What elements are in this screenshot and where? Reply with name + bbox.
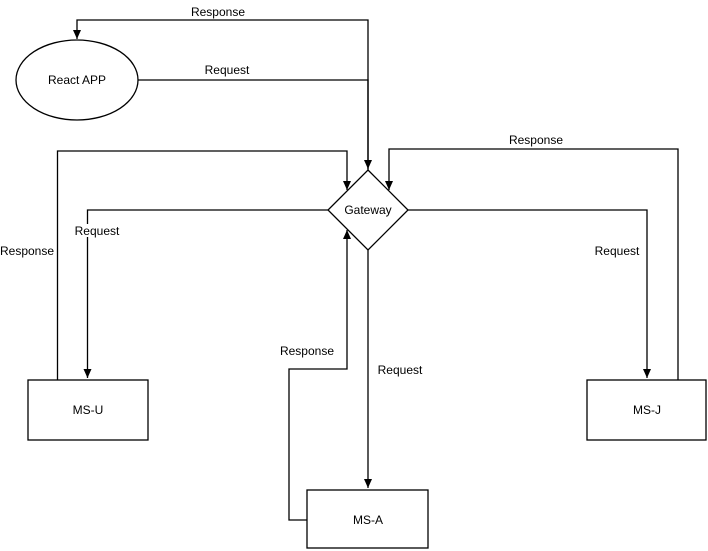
- edge-label-request-right: Request: [592, 244, 642, 258]
- edge-label-response-right: Response: [507, 133, 565, 147]
- gateway-diamond: [327, 169, 409, 251]
- edge-label-response-ms-a: Response: [278, 344, 336, 358]
- edge-response-ms-a-to-gateway: [288, 230, 351, 521]
- svg-text:Response: Response: [0, 244, 54, 258]
- ms-u-rect: [27, 379, 149, 441]
- edge-label-request-ms-a: Request: [375, 363, 425, 377]
- edge-label-response-left: Response: [0, 244, 56, 258]
- svg-text:Request: Request: [205, 63, 250, 77]
- edge-request-gateway-to-ms-u: [83, 209, 328, 378]
- svg-text:Request: Request: [378, 363, 423, 377]
- edge-label-request-left: Request: [72, 224, 122, 238]
- react-app-label: React APP: [48, 73, 106, 87]
- svg-text:Request: Request: [595, 244, 640, 258]
- nodes-layer: React APP Gateway MS-U MS-A MS-J: [15, 39, 707, 549]
- edge-labels-layer: Response Request Request Response Respon…: [0, 5, 642, 377]
- edge-response-ms-u-to-gateway: [56, 150, 351, 380]
- ms-j-rect: [586, 379, 707, 441]
- react-app-ellipse: [15, 39, 139, 121]
- edge-request-gateway-to-ms-j: [408, 209, 651, 378]
- edge-label-request-top: Request: [202, 63, 252, 77]
- svg-text:Response: Response: [191, 5, 245, 19]
- ms-u-label: MS-U: [73, 403, 104, 417]
- ms-j-label: MS-J: [633, 403, 661, 417]
- node-gateway: Gateway: [327, 169, 409, 251]
- ms-a-label: MS-A: [353, 513, 383, 527]
- node-react-app: React APP: [15, 39, 139, 121]
- node-ms-u: MS-U: [27, 379, 149, 441]
- node-ms-j: MS-J: [586, 379, 707, 441]
- node-ms-a: MS-A: [306, 489, 429, 549]
- edge-request-react-app-to-gateway: [138, 79, 372, 169]
- gateway-label: Gateway: [344, 203, 391, 217]
- svg-text:Response: Response: [509, 133, 563, 147]
- edge-response-ms-j-to-gateway: [385, 148, 679, 380]
- edge-label-response-top: Response: [189, 5, 247, 19]
- svg-text:Response: Response: [280, 344, 334, 358]
- ms-a-rect: [306, 489, 429, 549]
- svg-text:Request: Request: [75, 224, 120, 238]
- edges-layer: [56, 19, 679, 521]
